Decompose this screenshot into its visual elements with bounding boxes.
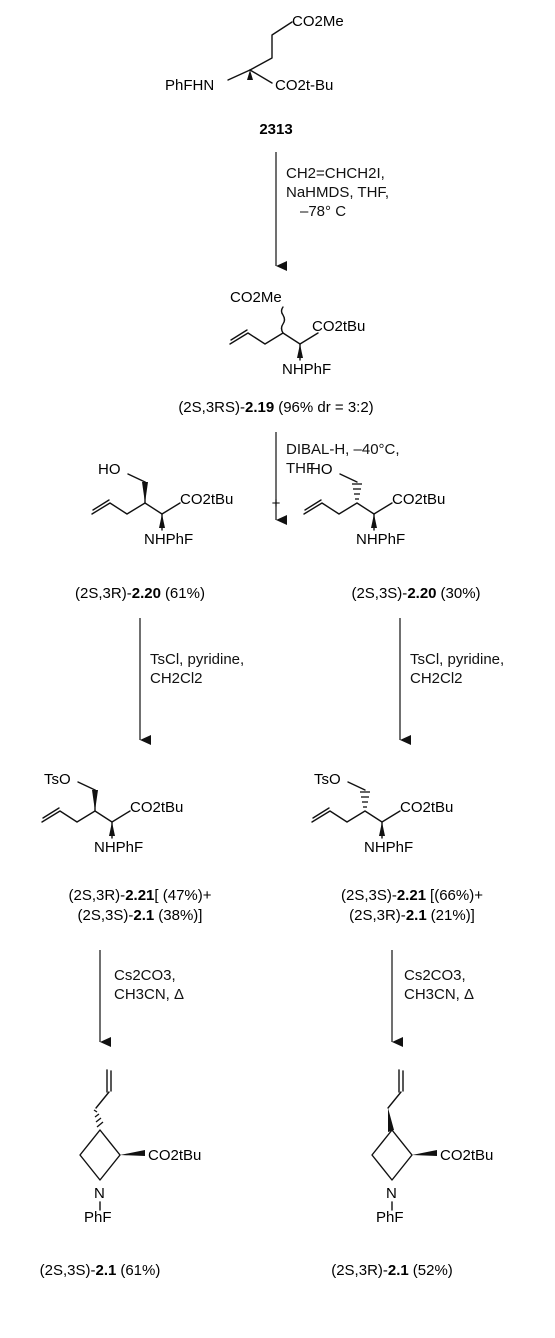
structure-2.20-2S3R: HO CO2tBu NHPhF xyxy=(91,461,233,548)
stereo-label: (2S,3R)- xyxy=(331,1262,388,1279)
condition-line: TsCl, pyridine, xyxy=(150,651,245,668)
yield-note: (61%) xyxy=(165,585,205,602)
condition-line: CH2=CHCH2I, xyxy=(286,165,385,182)
stereo-label: (2S,3R)- xyxy=(75,585,132,602)
stereo-label: (2S,3S)- xyxy=(351,585,407,602)
structure-2.20-2S3S: HO CO2tBu NHPhF xyxy=(303,461,445,548)
ester2-label: CO2tBu xyxy=(312,318,365,335)
stereo-label: (2S,3R)- xyxy=(349,907,406,924)
amine-label: NHPhF xyxy=(282,361,331,378)
condition-line: Cs2CO3, xyxy=(114,967,176,984)
condition-line: CH3CN, Δ xyxy=(114,986,185,1003)
hydroxyl-label: HO xyxy=(310,461,333,478)
plus-sign: + xyxy=(272,495,281,512)
stereo-label: (2S,3S)- xyxy=(40,1262,96,1279)
condition-line: Cs2CO3, xyxy=(404,967,466,984)
condition-line: THF xyxy=(286,460,316,477)
caption-2.21-line2-left: (2S,3S)-2.1(38%)] xyxy=(78,907,203,924)
condition-line: DIBAL-H, –40°C, xyxy=(286,441,400,458)
yield-note: (38%)] xyxy=(158,907,202,924)
ester-label: CO2tBu xyxy=(148,1147,201,1164)
tosylate-label: TsO xyxy=(314,771,341,788)
compound-id-2.20: 2.20 xyxy=(132,585,161,602)
protecting-group-label: PhF xyxy=(376,1209,404,1226)
yield-note: [ (47%)+ xyxy=(154,887,211,904)
condition-line: NaHMDS, THF, xyxy=(286,184,390,201)
structure-2.21-2S3S: TsO CO2tBu NHPhF xyxy=(311,771,453,856)
compound-id-2.19: 2.19 xyxy=(245,399,274,416)
hydroxyl-label: HO xyxy=(98,461,121,478)
compound-id-2.1: 2.1 xyxy=(133,907,154,924)
conditions-step1: CH2=CHCH2I, NaHMDS, THF, –78° C xyxy=(286,164,389,221)
conditions-step3a: TsCl, pyridine, CH2Cl2 xyxy=(150,650,244,688)
compound-id-2.1: 2.1 xyxy=(388,1262,409,1279)
conditions-step2: DIBAL-H, –40°C, THF xyxy=(286,440,400,478)
stereo-label: (2S,3S)- xyxy=(341,887,397,904)
structure-2.21-2S3R: TsO CO2tBu NHPhF xyxy=(41,771,183,856)
yield-note: [(66%)+ xyxy=(430,887,483,904)
amine-label: NHPhF xyxy=(356,531,405,548)
compound-id-2313: 2313 xyxy=(259,121,292,138)
caption-2.21-line2-right: (2S,3R)-2.1(21%)] xyxy=(349,907,475,924)
tosylate-label: TsO xyxy=(44,771,71,788)
caption-azetidine-2S3R: (2S,3R)-2.1(52%) xyxy=(331,1262,453,1279)
caption-azetidine-2S3S: (2S,3S)-2.1(61%) xyxy=(40,1262,161,1279)
ester-label: CO2tBu xyxy=(440,1147,493,1164)
ester-label: CO2tBu xyxy=(130,799,183,816)
nitrogen-label: N xyxy=(386,1185,397,1202)
structure-azetidine-2S3R: CO2tBu N PhF xyxy=(371,1069,493,1226)
structure-azetidine-2S3S: CO2tBu N PhF xyxy=(79,1069,201,1226)
yield-note: (96% dr = 3:2) xyxy=(278,399,373,416)
amine-label: PhFHN xyxy=(165,77,214,94)
ester-label: CO2tBu xyxy=(180,491,233,508)
amine-label: NHPhF xyxy=(144,531,193,548)
ester2-label: CO2t-Bu xyxy=(275,77,333,94)
compound-id-2.1: 2.1 xyxy=(95,1262,116,1279)
stereo-label: (2S,3RS)- xyxy=(178,399,245,416)
structure-2.19: CO2Me CO2tBu NHPhF xyxy=(229,289,365,378)
ester-label: CO2tBu xyxy=(400,799,453,816)
condition-line: CH2Cl2 xyxy=(410,670,463,687)
caption-2.20-2S3S: (2S,3S)-2.20 (30%) xyxy=(351,585,480,602)
stereo-label: (2S,3S)- xyxy=(78,907,134,924)
caption-2.19: (2S,3RS)-2.19(96% dr = 3:2) xyxy=(178,399,373,416)
compound-id-2.20: 2.20 xyxy=(407,585,436,602)
condition-line: CH3CN, Δ xyxy=(404,986,475,1003)
amine-label: NHPhF xyxy=(364,839,413,856)
ester-label: CO2Me xyxy=(230,289,282,306)
caption-2.21-line1-left: (2S,3R)-2.21[ (47%)+ xyxy=(69,887,212,904)
ester-label: CO2Me xyxy=(292,13,344,30)
yield-note: (30%) xyxy=(441,585,481,602)
compound-id-2.21: 2.21 xyxy=(397,887,426,904)
caption-2.20-2S3R: (2S,3R)-2.20(61%) xyxy=(75,585,205,602)
amine-label: NHPhF xyxy=(94,839,143,856)
nitrogen-label: N xyxy=(94,1185,105,1202)
condition-line: CH2Cl2 xyxy=(150,670,203,687)
compound-id-2.1: 2.1 xyxy=(406,907,427,924)
conditions-step4a: Cs2CO3, CH3CN, Δ xyxy=(114,966,184,1004)
condition-line: –78° C xyxy=(300,203,347,220)
ester-label: CO2tBu xyxy=(392,491,445,508)
compound-id-2.21: 2.21 xyxy=(125,887,154,904)
yield-note: (61%) xyxy=(120,1262,160,1279)
yield-note: (52%) xyxy=(413,1262,453,1279)
caption-2.21-line1-right: (2S,3S)-2.21[(66%)+ xyxy=(341,887,483,904)
conditions-step4b: Cs2CO3, CH3CN, Δ xyxy=(404,966,474,1004)
condition-line: TsCl, pyridine, xyxy=(410,651,505,668)
protecting-group-label: PhF xyxy=(84,1209,112,1226)
structure-2313: CO2Me CO2t-Bu PhFHN xyxy=(165,13,344,94)
conditions-step3b: TsCl, pyridine, CH2Cl2 xyxy=(410,650,504,688)
stereo-label: (2S,3R)- xyxy=(69,887,126,904)
yield-note: (21%)] xyxy=(431,907,475,924)
